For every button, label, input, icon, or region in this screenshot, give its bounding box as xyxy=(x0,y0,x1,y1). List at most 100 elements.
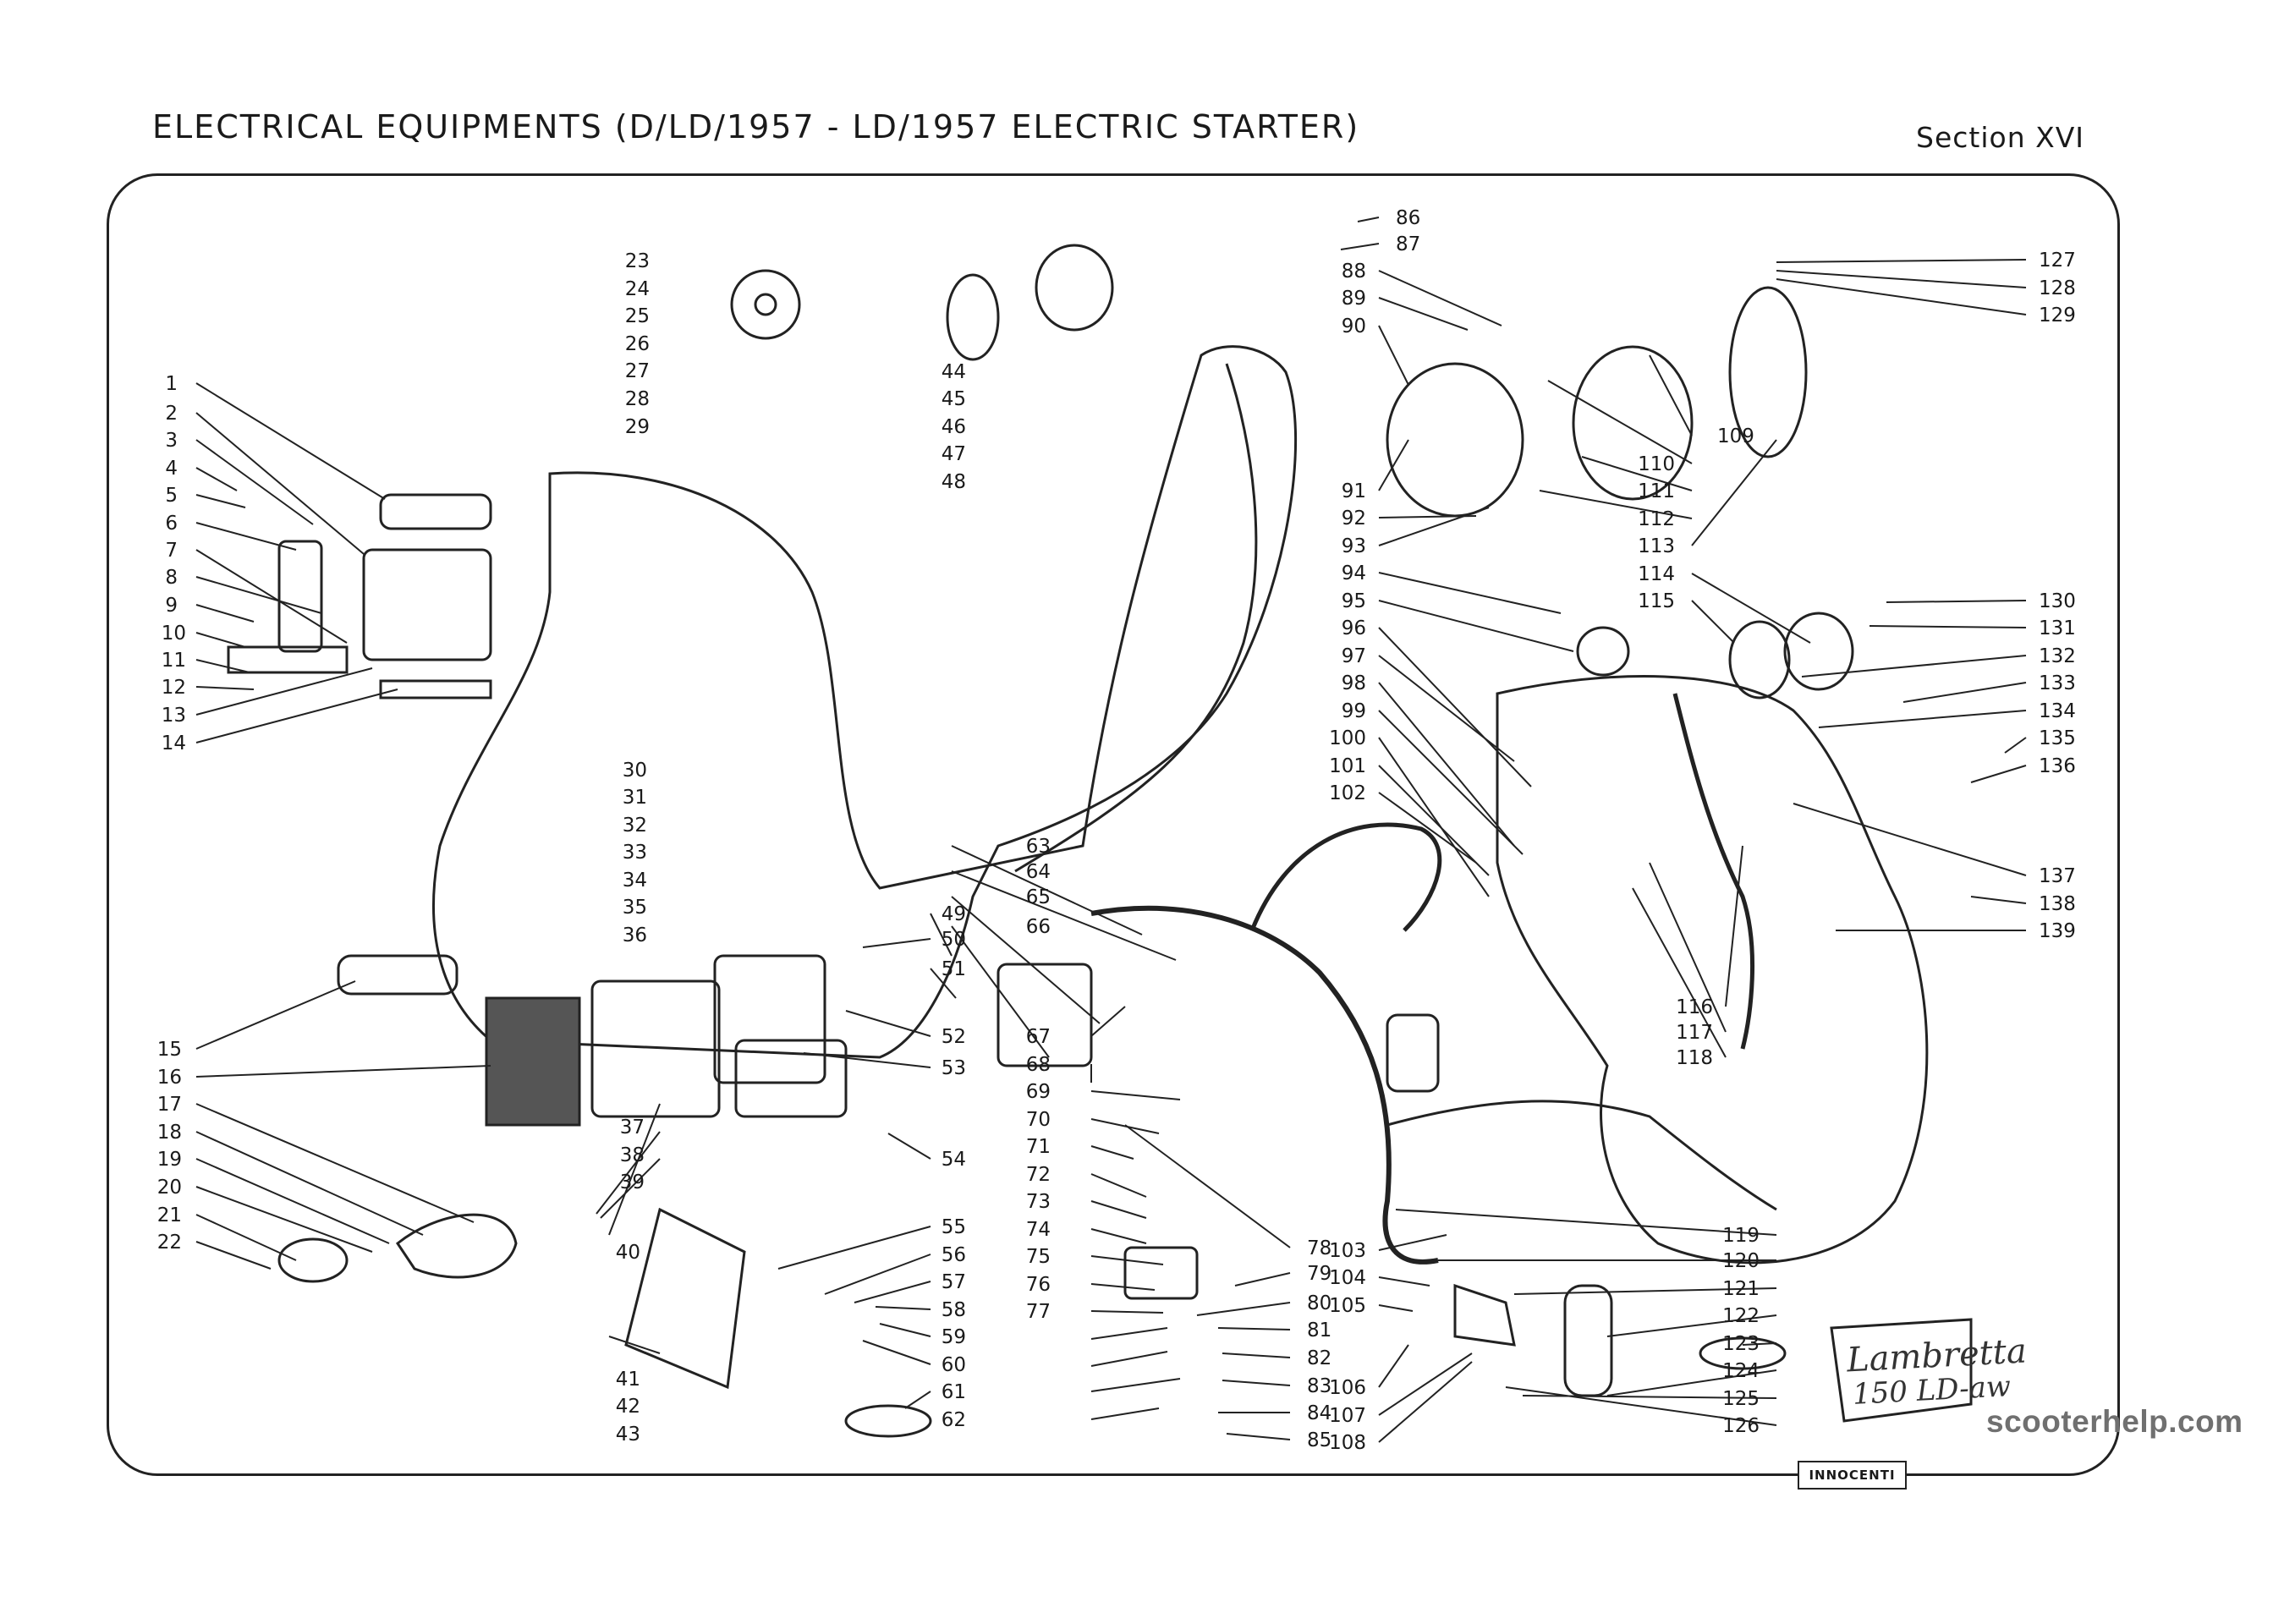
tail-lamp-housing xyxy=(395,1213,518,1279)
callout-37: 37 xyxy=(620,1116,645,1138)
starter-solenoid xyxy=(1386,1013,1440,1093)
callout-136: 136 xyxy=(2039,755,2076,777)
callout-4: 4 xyxy=(165,458,178,480)
ignition-switch xyxy=(1576,626,1630,677)
callout-103: 103 xyxy=(1329,1240,1366,1262)
callout-97: 97 xyxy=(1342,645,1366,667)
callout-21: 21 xyxy=(157,1204,182,1226)
callout-15: 15 xyxy=(157,1039,182,1061)
callout-44: 44 xyxy=(942,361,966,383)
callout-78: 78 xyxy=(1307,1237,1331,1259)
callout-7: 7 xyxy=(165,540,178,562)
callout-5: 5 xyxy=(165,485,178,507)
battery-lid xyxy=(379,493,492,530)
callout-59: 59 xyxy=(942,1326,966,1348)
callout-35: 35 xyxy=(623,897,647,919)
callout-2: 2 xyxy=(165,403,178,425)
front-light-glass xyxy=(1572,345,1694,501)
callout-110: 110 xyxy=(1638,453,1675,475)
callout-58: 58 xyxy=(942,1299,966,1321)
scooter-body-outline xyxy=(432,345,1297,1059)
page-title: ELECTRICAL EQUIPMENTS (D/LD/1957 - LD/19… xyxy=(152,108,1360,145)
headlamp-rim xyxy=(946,273,1000,361)
callout-90: 90 xyxy=(1342,315,1366,337)
callout-86: 86 xyxy=(1396,207,1420,229)
callout-129: 129 xyxy=(2039,304,2076,326)
callout-112: 112 xyxy=(1638,508,1675,530)
callout-53: 53 xyxy=(942,1057,966,1079)
number-plate-bracket xyxy=(624,1207,746,1390)
callout-38: 38 xyxy=(620,1144,645,1166)
callout-139: 139 xyxy=(2039,920,2076,942)
callout-137: 137 xyxy=(2039,865,2076,887)
horn-center xyxy=(754,293,777,316)
callout-57: 57 xyxy=(942,1271,966,1293)
voltage-regulator xyxy=(1123,1246,1199,1300)
callout-20: 20 xyxy=(157,1177,182,1199)
callout-36: 36 xyxy=(623,924,647,946)
ignition-coil xyxy=(1563,1284,1613,1397)
callout-117: 117 xyxy=(1676,1022,1713,1044)
callout-29: 29 xyxy=(625,416,650,438)
callout-41: 41 xyxy=(616,1369,640,1391)
section-label: Section XVI xyxy=(1916,121,2085,154)
callout-116: 116 xyxy=(1676,996,1713,1018)
diagram-frame xyxy=(107,173,2120,1476)
callout-60: 60 xyxy=(942,1354,966,1376)
callout-64: 64 xyxy=(1026,861,1051,883)
callout-123: 123 xyxy=(1722,1333,1760,1355)
callout-131: 131 xyxy=(2039,617,2076,639)
callout-62: 62 xyxy=(942,1409,966,1431)
junction-box xyxy=(997,963,1093,1067)
callout-16: 16 xyxy=(157,1067,182,1089)
callout-92: 92 xyxy=(1342,508,1366,529)
front-harness xyxy=(1672,693,1755,1050)
callout-50: 50 xyxy=(942,929,966,951)
callout-81: 81 xyxy=(1307,1320,1331,1341)
callout-61: 61 xyxy=(942,1381,966,1403)
callout-73: 73 xyxy=(1026,1191,1051,1213)
callout-22: 22 xyxy=(157,1232,182,1254)
callout-76: 76 xyxy=(1026,1274,1051,1296)
callout-3: 3 xyxy=(165,430,178,452)
battery-tray-2 xyxy=(734,1039,848,1118)
speedometer-ring xyxy=(1728,620,1791,700)
callout-65: 65 xyxy=(1026,886,1051,908)
callout-6: 6 xyxy=(165,513,178,535)
battery-cell xyxy=(277,540,323,653)
battery-box xyxy=(362,548,492,661)
callout-126: 126 xyxy=(1722,1415,1760,1437)
callout-120: 120 xyxy=(1722,1250,1760,1272)
callout-106: 106 xyxy=(1329,1377,1366,1399)
main-wiring-harness xyxy=(1090,905,1439,1265)
callout-12: 12 xyxy=(162,677,186,699)
callout-98: 98 xyxy=(1342,672,1366,694)
callout-45: 45 xyxy=(942,388,966,410)
callout-130: 130 xyxy=(2039,590,2076,612)
callout-114: 114 xyxy=(1638,563,1675,585)
callout-124: 124 xyxy=(1722,1360,1760,1382)
callout-118: 118 xyxy=(1676,1047,1713,1069)
callout-93: 93 xyxy=(1342,535,1366,557)
watermark: scooterhelp.com xyxy=(1986,1404,2243,1439)
callout-128: 128 xyxy=(2039,277,2076,299)
callout-108: 108 xyxy=(1329,1432,1366,1454)
callout-85: 85 xyxy=(1307,1429,1331,1451)
callout-54: 54 xyxy=(942,1149,966,1171)
speedometer-head xyxy=(1783,612,1854,691)
callout-101: 101 xyxy=(1329,755,1366,777)
callout-82: 82 xyxy=(1307,1347,1331,1369)
callout-40: 40 xyxy=(616,1242,640,1264)
callout-56: 56 xyxy=(942,1244,966,1266)
callout-122: 122 xyxy=(1722,1305,1760,1327)
callout-88: 88 xyxy=(1342,261,1366,283)
battery-cover xyxy=(337,954,458,996)
callout-134: 134 xyxy=(2039,700,2076,722)
callout-83: 83 xyxy=(1307,1375,1331,1397)
callout-77: 77 xyxy=(1026,1301,1051,1323)
tail-lamp xyxy=(277,1237,349,1283)
callout-79: 79 xyxy=(1307,1263,1331,1285)
callout-13: 13 xyxy=(162,705,186,727)
callout-47: 47 xyxy=(942,443,966,465)
callout-labels: 1 2 3 4 5 6 7 8 9 10 11 12 13 14 15 16 1… xyxy=(157,207,2076,1454)
